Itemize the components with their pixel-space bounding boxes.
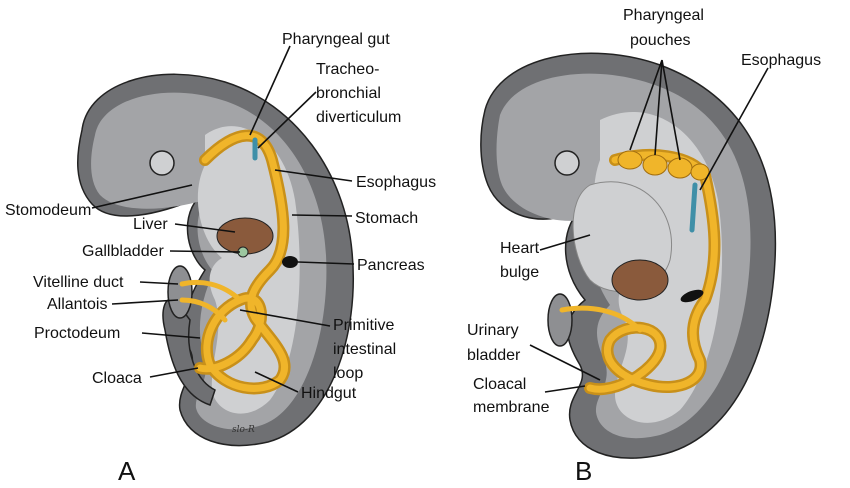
label-cloacal-2: membrane	[473, 399, 550, 416]
eye-icon-a	[149, 150, 175, 176]
label-cloaca: Cloaca	[92, 370, 142, 387]
eye-icon-b	[554, 150, 580, 176]
label-pharyngeal-gut: Pharyngeal gut	[282, 31, 390, 48]
label-liver: Liver	[133, 216, 168, 233]
label-urinary-2: bladder	[467, 347, 521, 364]
label-esophagus-a: Esophagus	[356, 174, 436, 191]
label-tracheo-2: bronchial	[316, 85, 381, 102]
label-hindgut: Hindgut	[301, 385, 357, 402]
label-primitive-1: Primitive	[333, 317, 394, 334]
label-pharyngeal-1: Pharyngeal	[623, 7, 704, 24]
panel-letter-a: A	[118, 456, 136, 486]
pancreas-b	[680, 289, 704, 303]
allantois-stalk-b	[547, 293, 573, 347]
label-stomach: Stomach	[355, 210, 418, 227]
pharyngeal-pouches	[617, 150, 710, 181]
embryo-a-tail	[162, 298, 216, 406]
liver-b	[611, 259, 669, 301]
label-gallbladder: Gallbladder	[82, 243, 165, 260]
label-pancreas: Pancreas	[357, 257, 425, 274]
label-primitive-3: loop	[333, 365, 363, 382]
trachea-b	[689, 182, 698, 233]
label-heart-2: bulge	[500, 264, 539, 281]
label-tracheo-1: Tracheo-	[316, 61, 379, 78]
panel-letter-b: B	[575, 456, 592, 486]
label-pharyngeal-2: pouches	[630, 32, 691, 49]
label-stomodeum: Stomodeum	[5, 202, 91, 219]
embryo-a: Pharyngeal gut Tracheo- bronchial divert…	[5, 31, 436, 486]
label-urinary-1: Urinary	[467, 322, 519, 339]
embryo-b: Pharyngeal pouches Esophagus Heart bulge…	[467, 7, 821, 486]
label-cloacal-1: Cloacal	[473, 376, 526, 393]
label-tracheo-3: diverticulum	[316, 109, 401, 126]
label-esophagus-b: Esophagus	[741, 52, 821, 69]
label-proctodeum: Proctodeum	[34, 325, 120, 342]
label-primitive-2: intestinal	[333, 341, 396, 358]
label-heart-1: Heart	[500, 240, 540, 257]
allantois-stalk	[167, 265, 193, 319]
artist-signature: slo-R	[232, 425, 255, 435]
label-vitelline-duct: Vitelline duct	[33, 274, 124, 291]
label-allantois: Allantois	[47, 296, 107, 313]
pancreas-a	[282, 256, 298, 268]
